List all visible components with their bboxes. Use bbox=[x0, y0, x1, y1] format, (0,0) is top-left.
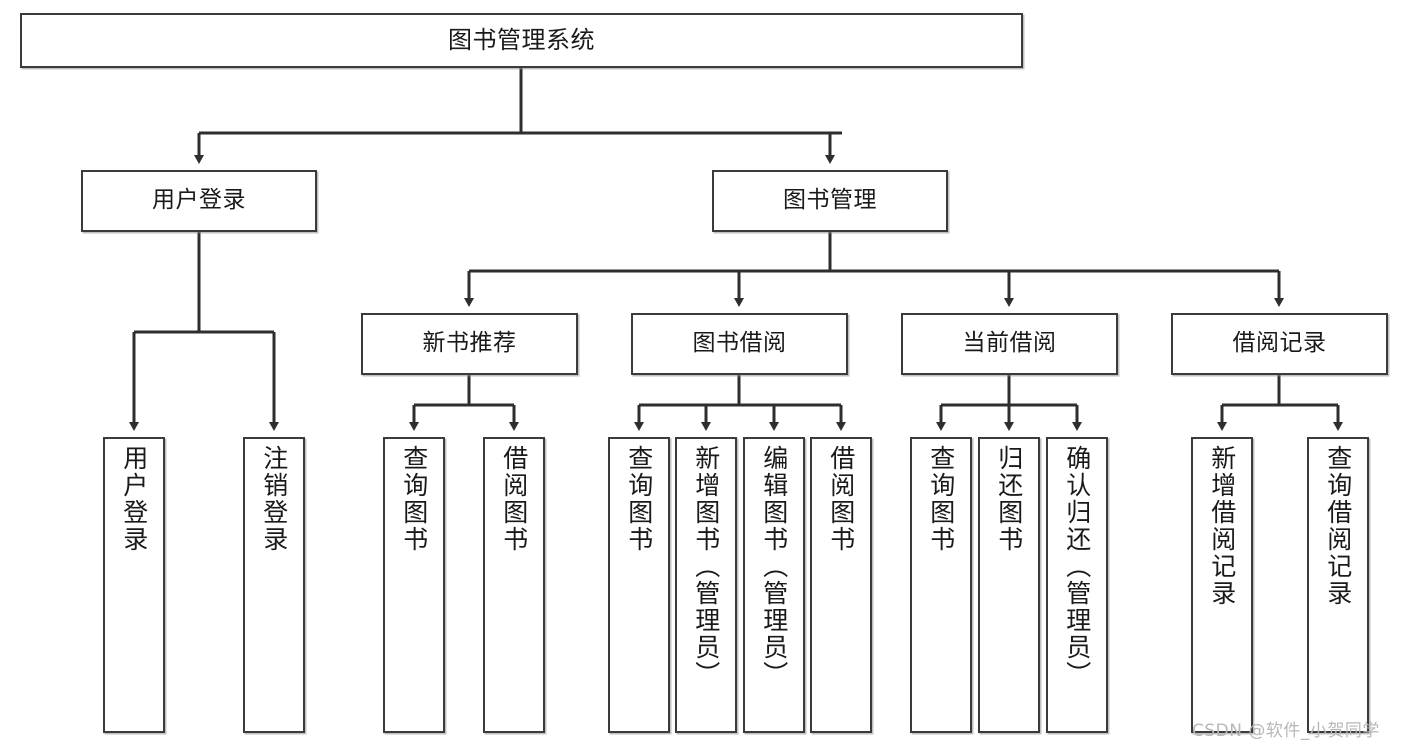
node-root-label: 图书管理系统 bbox=[448, 26, 595, 55]
node-borrow-record-label: 借阅记录 bbox=[1232, 330, 1327, 357]
leaf-return-book[interactable]: 归还图书 bbox=[978, 437, 1040, 733]
leaf-add-book-admin-label: 新增图书（管理员） bbox=[691, 445, 721, 688]
leaf-query-book-3[interactable]: 查询图书 bbox=[910, 437, 972, 733]
leaf-query-borrow-record-label: 查询借阅记录 bbox=[1323, 445, 1353, 607]
leaf-logout-login[interactable]: 注销登录 bbox=[243, 437, 305, 733]
leaf-add-borrow-record-label: 新增借阅记录 bbox=[1207, 445, 1237, 607]
leaf-borrow-book-1-label: 借阅图书 bbox=[499, 445, 529, 553]
leaf-return-book-label: 归还图书 bbox=[994, 445, 1024, 553]
node-current-borrow-label: 当前借阅 bbox=[962, 330, 1057, 357]
leaf-query-book-1[interactable]: 查询图书 bbox=[383, 437, 445, 733]
leaf-add-borrow-record[interactable]: 新增借阅记录 bbox=[1191, 437, 1253, 733]
leaf-confirm-return-admin-label: 确认归还（管理员） bbox=[1062, 445, 1092, 688]
leaf-edit-book-admin[interactable]: 编辑图书（管理员） bbox=[743, 437, 805, 733]
leaf-query-borrow-record[interactable]: 查询借阅记录 bbox=[1307, 437, 1369, 733]
node-user-login[interactable]: 用户登录 bbox=[81, 170, 317, 232]
leaf-query-book-2[interactable]: 查询图书 bbox=[608, 437, 670, 733]
node-user-login-label: 用户登录 bbox=[152, 187, 246, 214]
node-borrow-record[interactable]: 借阅记录 bbox=[1171, 313, 1388, 375]
node-book-borrow-label: 图书借阅 bbox=[692, 330, 787, 357]
leaf-borrow-book-2-label: 借阅图书 bbox=[826, 445, 856, 553]
node-new-book-recommend[interactable]: 新书推荐 bbox=[361, 313, 578, 375]
node-book-manage-label: 图书管理 bbox=[783, 187, 877, 214]
node-book-manage[interactable]: 图书管理 bbox=[712, 170, 948, 232]
leaf-borrow-book-1[interactable]: 借阅图书 bbox=[483, 437, 545, 733]
node-root[interactable]: 图书管理系统 bbox=[20, 13, 1023, 68]
node-current-borrow[interactable]: 当前借阅 bbox=[901, 313, 1118, 375]
node-new-book-recommend-label: 新书推荐 bbox=[422, 330, 517, 357]
leaf-query-book-3-label: 查询图书 bbox=[926, 445, 956, 553]
node-book-borrow[interactable]: 图书借阅 bbox=[631, 313, 848, 375]
leaf-query-book-2-label: 查询图书 bbox=[624, 445, 654, 553]
csdn-watermark: CSDN @软件_小贺同学 bbox=[1192, 721, 1380, 741]
leaf-user-login-label: 用户登录 bbox=[119, 445, 149, 553]
leaf-confirm-return-admin[interactable]: 确认归还（管理员） bbox=[1046, 437, 1108, 733]
leaf-query-book-1-label: 查询图书 bbox=[399, 445, 429, 553]
leaf-borrow-book-2[interactable]: 借阅图书 bbox=[810, 437, 872, 733]
leaf-add-book-admin[interactable]: 新增图书（管理员） bbox=[675, 437, 737, 733]
leaf-edit-book-admin-label: 编辑图书（管理员） bbox=[759, 445, 789, 688]
leaf-user-login[interactable]: 用户登录 bbox=[103, 437, 165, 733]
leaf-logout-login-label: 注销登录 bbox=[259, 445, 289, 553]
